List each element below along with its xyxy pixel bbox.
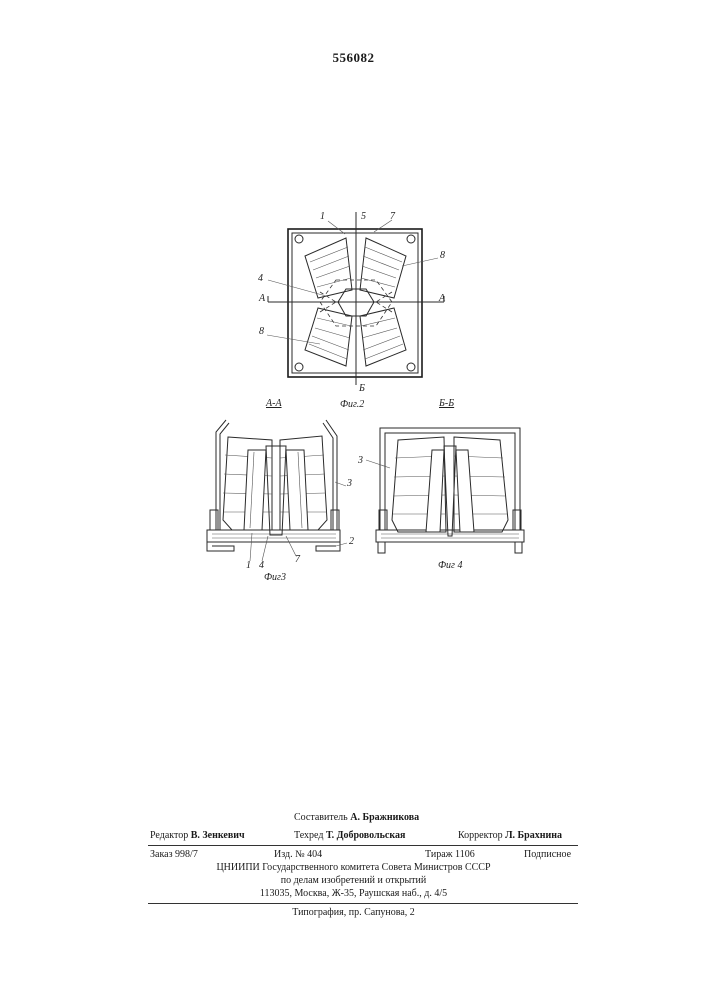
fig3-callout-1: 1 bbox=[246, 560, 251, 571]
fig2-callout-5: 5 bbox=[361, 211, 366, 222]
imprint-techred-name: Т. Добровольская bbox=[326, 830, 405, 841]
fig2-callout-1: 1 bbox=[320, 211, 325, 222]
imprint-editor-label: Редактор bbox=[150, 830, 188, 841]
fig4-caption: Фиг 4 bbox=[438, 560, 462, 571]
imprint-subscription: Подписное bbox=[524, 849, 571, 860]
fig3-section-aa bbox=[207, 420, 347, 561]
fig2-stack-lower-left bbox=[305, 308, 352, 366]
imprint-order: Заказ 998/7 bbox=[150, 849, 198, 860]
fig2-caption: Фиг.2 bbox=[340, 399, 364, 410]
fig4-callout-3: 3 bbox=[358, 455, 363, 466]
fig4-frame bbox=[380, 428, 520, 530]
fig4-section-title: Б-Б bbox=[439, 398, 454, 409]
imprint-compiler-label: Составитель bbox=[294, 812, 348, 823]
imprint-editor-name: В. Зенкевич bbox=[191, 830, 245, 841]
fig3-callout-3: 3 bbox=[347, 478, 352, 489]
fig3-callout-2: 2 bbox=[349, 536, 354, 547]
imprint-org-line2: по делам изобретений и открытий bbox=[0, 875, 707, 886]
fig4-center-divider bbox=[426, 446, 474, 536]
imprint-rule-top bbox=[148, 845, 578, 846]
imprint-printer: Типография, пр. Сапунова, 2 bbox=[0, 907, 707, 918]
fig2-callout-7: 7 bbox=[390, 211, 395, 222]
fig3-center-divider bbox=[244, 446, 308, 535]
imprint-compiler: Составитель А. Бражникова bbox=[294, 812, 419, 823]
imprint-techred: Техред Т. Добровольская bbox=[294, 830, 405, 841]
fig2-outer-frame bbox=[288, 229, 422, 377]
fig2-callout-4: 4 bbox=[258, 273, 263, 284]
imprint-compiler-name: А. Бражникова bbox=[350, 812, 419, 823]
imprint-techred-label: Техред bbox=[294, 830, 323, 841]
fig3-caption: Фиг3 bbox=[264, 572, 286, 583]
fig4-section-bb bbox=[366, 428, 524, 553]
fig2-stack-lower-right bbox=[360, 308, 406, 366]
imprint-corrector-name: Л. Брахнина bbox=[505, 830, 562, 841]
imprint-org-address: 113035, Москва, Ж-35, Раушская наб., д. … bbox=[0, 888, 707, 899]
fig2-section-label-a-right: А bbox=[439, 293, 445, 304]
imprint-org-line1: ЦНИИПИ Государственного комитета Совета … bbox=[0, 862, 707, 873]
fig3-base-plate bbox=[207, 530, 340, 542]
fig2-corner-hooks bbox=[295, 235, 415, 371]
fig2-section-label-b: Б bbox=[359, 383, 365, 394]
imprint-rule-bottom bbox=[148, 903, 578, 904]
fig3-section-title: А-А bbox=[266, 398, 282, 409]
fig3-callout-4: 4 bbox=[259, 560, 264, 571]
imprint-edition-no: Изд. № 404 bbox=[274, 849, 322, 860]
fig2-callout-8-bottom: 8 bbox=[259, 326, 264, 337]
imprint-editor: Редактор В. Зенкевич bbox=[150, 830, 245, 841]
imprint-corrector-label: Корректор bbox=[458, 830, 503, 841]
fig3-callout-7: 7 bbox=[295, 554, 300, 565]
imprint-print-run: Тираж 1106 bbox=[425, 849, 475, 860]
fig2-section-label-a-left: А bbox=[259, 293, 265, 304]
imprint-corrector: Корректор Л. Брахнина bbox=[458, 830, 562, 841]
fig2-stack-upper-left bbox=[305, 238, 352, 298]
fig2-callout-8-top: 8 bbox=[440, 250, 445, 261]
fig2-plan-view bbox=[267, 212, 444, 385]
